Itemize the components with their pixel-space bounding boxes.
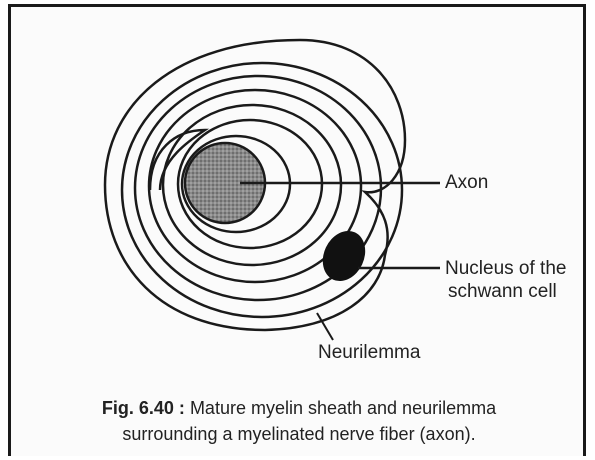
- neurilemma-label: Neurilemma: [318, 342, 420, 364]
- axon-label: Axon: [445, 172, 488, 194]
- figure-caption: Fig. 6.40 : Mature myelin sheath and neu…: [30, 395, 568, 447]
- nucleus-label-line1: Nucleus of the: [445, 258, 566, 280]
- caption-line-1-text: Mature myelin sheath and neurilemma: [190, 398, 496, 418]
- caption-line-2: surrounding a myelinated nerve fiber (ax…: [30, 421, 568, 447]
- nucleus-label-line2: schwann cell: [448, 281, 557, 303]
- caption-line-1: Fig. 6.40 : Mature myelin sheath and neu…: [30, 395, 568, 421]
- figure-number: Fig. 6.40 :: [102, 398, 185, 418]
